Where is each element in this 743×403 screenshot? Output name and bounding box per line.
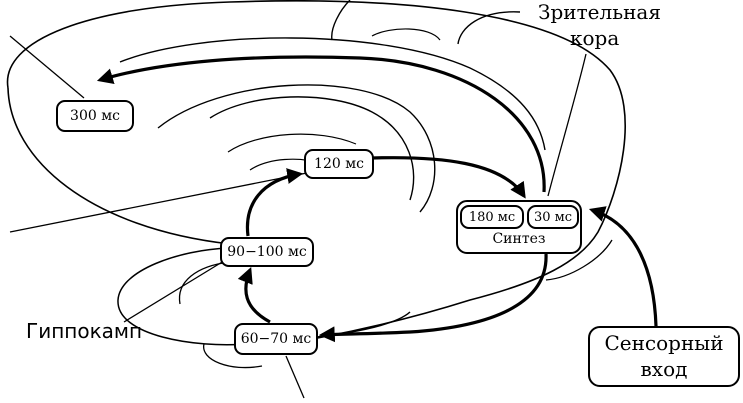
- synthesis-label: Синтез: [492, 231, 546, 247]
- timing-box-60-70: 60−70 мс: [234, 323, 318, 355]
- inner-arc-3: [227, 133, 357, 153]
- brain-lower-contour: [7, 87, 231, 245]
- sensory-input-label-line2: вход: [640, 357, 688, 381]
- sensory-input-box: Сенсорный вход: [588, 326, 740, 387]
- arrow-90-100-to-120: [245, 168, 304, 237]
- pointer-line-bottom: [285, 355, 305, 399]
- arrow-sensory-to-30: [588, 206, 658, 327]
- hippocampus-label: Гиппокамп: [26, 319, 143, 343]
- sulcus-right: [545, 239, 613, 281]
- arrow-60-70-to-90-100: [237, 267, 271, 324]
- sulcus-top-1: [331, 0, 351, 41]
- timing-box-120: 120 мс: [304, 149, 374, 179]
- synthesis-box: 180 мс 30 мс Синтез: [456, 200, 582, 254]
- timing-box-180: 180 мс: [460, 205, 524, 229]
- visual-cortex-label-line1: Зрительная: [538, 0, 661, 24]
- arrow-120-to-synthesis: [371, 156, 526, 199]
- sulcus-top-2: [457, 11, 521, 45]
- inner-arc-1: [209, 96, 415, 201]
- sensory-input-label-line1: Сенсорный: [604, 331, 724, 355]
- pointer-line-hippocampus: [123, 255, 233, 323]
- pointer-line-left-mid: [9, 169, 323, 233]
- pointer-line-visual-cortex: [547, 53, 587, 197]
- brain-inner-arc: [119, 37, 546, 151]
- pointer-line-top-left: [9, 35, 85, 99]
- hippocampus-fold: [203, 343, 263, 369]
- inner-arc-2: [157, 84, 436, 213]
- arrow-cortex-to-300: [96, 55, 546, 193]
- visual-cortex-label-line2: кора: [570, 26, 620, 50]
- sulcus-top-3: [371, 28, 441, 41]
- timing-box-30: 30 мс: [527, 205, 579, 229]
- timing-box-90-100: 90−100 мс: [220, 237, 314, 267]
- hippocampus-contour: [117, 247, 411, 346]
- arrow-synthesis-to-60-70: [318, 253, 548, 343]
- timing-box-300: 300 мс: [56, 100, 134, 132]
- brain-outer-contour: [6, 0, 626, 351]
